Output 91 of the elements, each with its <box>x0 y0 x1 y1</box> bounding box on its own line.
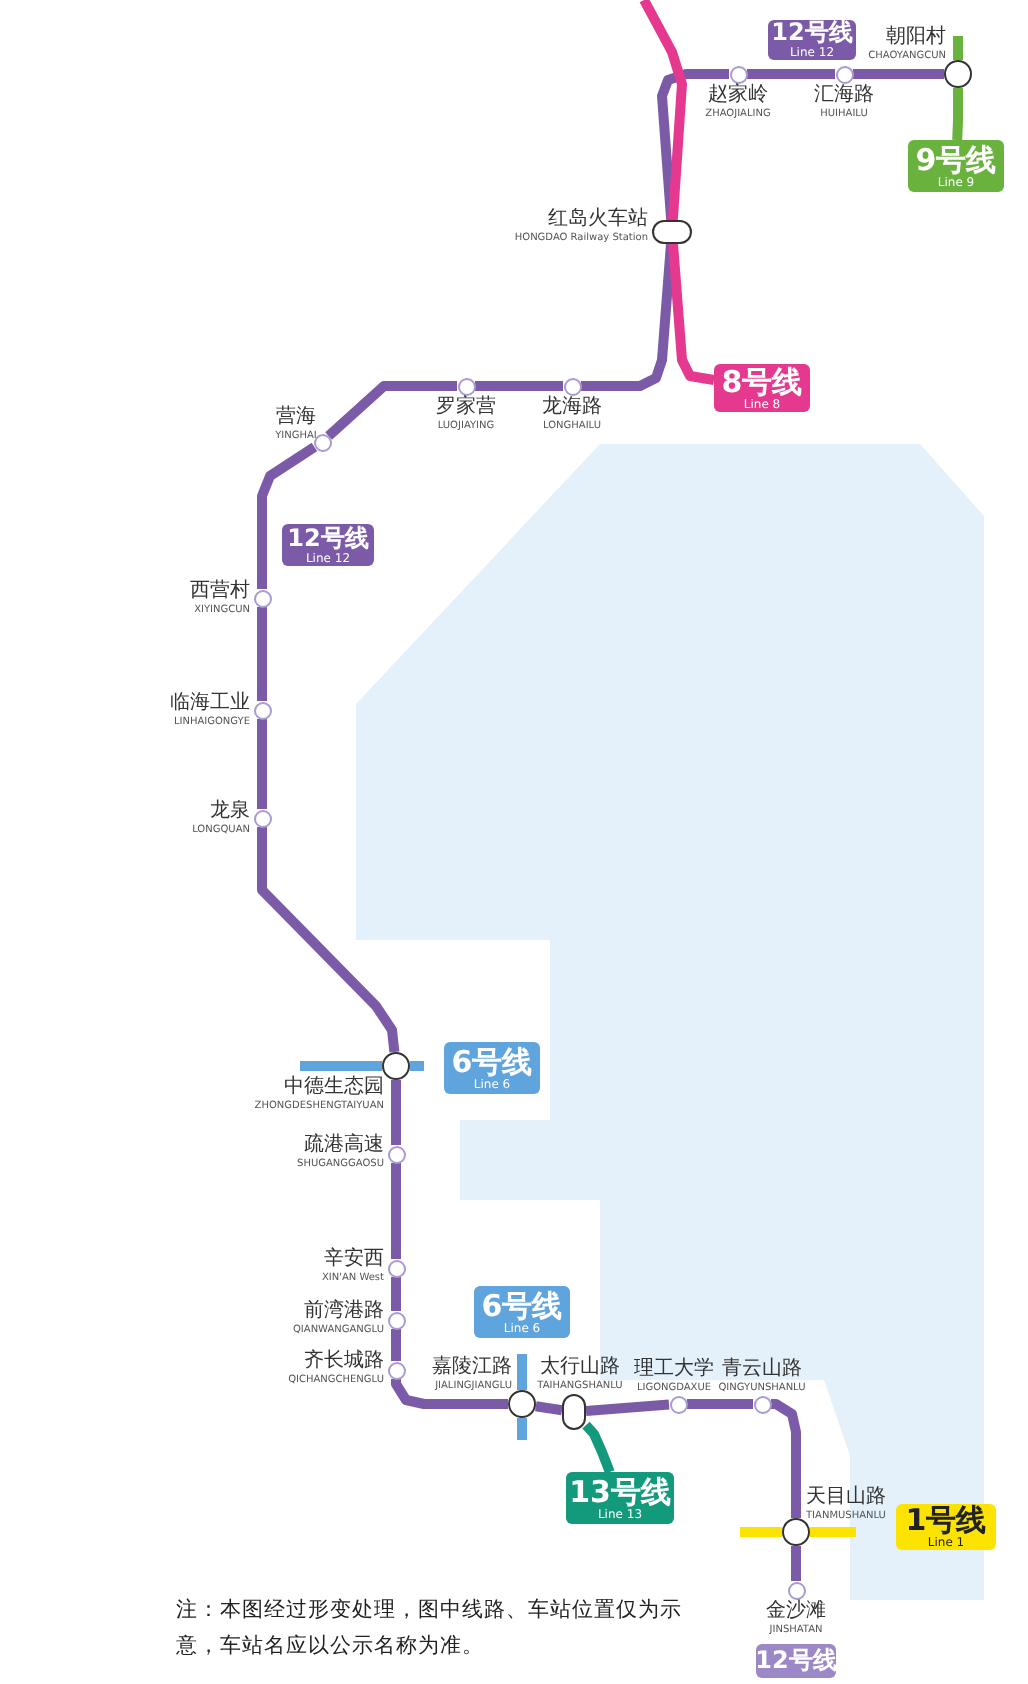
metro-line <box>771 1399 801 1518</box>
station-name: 理工大学 <box>634 1358 714 1382</box>
metro-line <box>639 0 687 221</box>
interchange-station <box>944 60 972 88</box>
line-name: 6号线 <box>451 1045 533 1077</box>
metro-line <box>325 381 457 440</box>
station-dot <box>313 433 331 451</box>
station-dot <box>753 1395 771 1413</box>
line-badge <box>566 1472 674 1524</box>
metro-line <box>953 36 963 60</box>
station-name: 齐长城路 <box>304 1350 384 1374</box>
metro-line <box>740 1527 782 1537</box>
station-dot <box>253 809 271 827</box>
metro-line <box>581 243 676 391</box>
metro-line <box>582 1421 615 1474</box>
metro-line <box>535 1401 563 1416</box>
station-name: 红岛火车站 <box>548 208 648 232</box>
station-dot <box>387 1361 405 1379</box>
station-name: 前湾港路 <box>304 1300 384 1324</box>
station-name: 罗家营 <box>436 396 496 420</box>
metro-line <box>657 69 729 221</box>
station-dot <box>835 65 853 83</box>
map-note: 注：本图经过形变处理，图中线路、车站位置仅为示意，车站名应以公示名称为准。 <box>176 1596 684 1662</box>
line-name: 6号线 <box>481 1289 563 1321</box>
metro-line <box>391 1277 401 1311</box>
metro-line <box>687 1399 753 1409</box>
station-name: 青云山路 <box>722 1358 802 1382</box>
station-dot <box>729 65 747 83</box>
line-name: 1号线 <box>905 1504 987 1536</box>
metro-line <box>257 827 400 1053</box>
interchange-station <box>782 1518 810 1546</box>
metro-line <box>791 1546 801 1581</box>
station-name: 嘉陵江路 <box>432 1356 512 1380</box>
metro-line <box>300 1061 382 1071</box>
station-dot <box>563 377 581 395</box>
station-dot <box>787 1581 805 1599</box>
station-name: 赵家岭 <box>708 84 768 108</box>
metro-line <box>517 1354 527 1390</box>
line-name: 9号线 <box>915 143 997 175</box>
line-badge <box>768 20 856 60</box>
station-name: 中德生态园 <box>284 1076 384 1100</box>
metro-line <box>257 719 267 809</box>
metro-line <box>475 381 563 391</box>
metro-line <box>853 69 944 79</box>
station-name: 龙泉 <box>210 800 250 824</box>
station-name: 营海 <box>276 406 316 430</box>
line-badge <box>896 1504 996 1550</box>
line-badge <box>908 140 1004 192</box>
station-dot <box>669 1395 687 1413</box>
station-name: 太行山路 <box>540 1356 620 1380</box>
station-name: 临海工业 <box>170 692 250 716</box>
line-badge <box>714 364 810 412</box>
line-name: 12号线 <box>771 20 853 46</box>
station-name: 西营村 <box>190 580 250 604</box>
line-badge <box>282 524 374 566</box>
metro-line <box>810 1527 856 1537</box>
metro-line <box>391 1163 401 1259</box>
station-dot <box>253 589 271 607</box>
line-name: 12号线 <box>755 1648 837 1674</box>
metro-line <box>391 1379 508 1409</box>
metro-line <box>517 1418 527 1440</box>
metro-line <box>257 442 318 589</box>
station-name: 疏港高速 <box>304 1134 384 1158</box>
station-dot <box>387 1311 405 1329</box>
interchange-station <box>562 1394 586 1430</box>
metro-line <box>410 1061 424 1071</box>
interchange-station <box>508 1390 536 1418</box>
station-dot <box>253 701 271 719</box>
station-dot <box>387 1145 405 1163</box>
line-name: 12号线 <box>287 525 369 551</box>
station-dot <box>457 377 475 395</box>
line-badge <box>444 1042 540 1094</box>
interchange-station <box>382 1052 410 1080</box>
metro-line <box>391 1329 401 1361</box>
metro-line <box>257 607 267 701</box>
metro-line <box>952 88 963 141</box>
metro-line <box>391 1080 401 1145</box>
station-name: 金沙滩 <box>766 1600 826 1624</box>
metro-line <box>747 69 835 79</box>
line-name: 8号线 <box>721 365 803 397</box>
station-name: 辛安西 <box>324 1248 384 1272</box>
station-name: 天目山路 <box>806 1486 886 1510</box>
station-name: 龙海路 <box>542 396 602 420</box>
interchange-station <box>652 220 692 244</box>
line-badge <box>474 1286 570 1338</box>
station-dot <box>387 1259 405 1277</box>
station-name: 朝阳村 <box>886 26 946 50</box>
metro-line <box>585 1399 670 1416</box>
station-name: 汇海路 <box>814 84 874 108</box>
line-name: 13号线 <box>569 1475 671 1507</box>
metro-line <box>668 243 715 385</box>
